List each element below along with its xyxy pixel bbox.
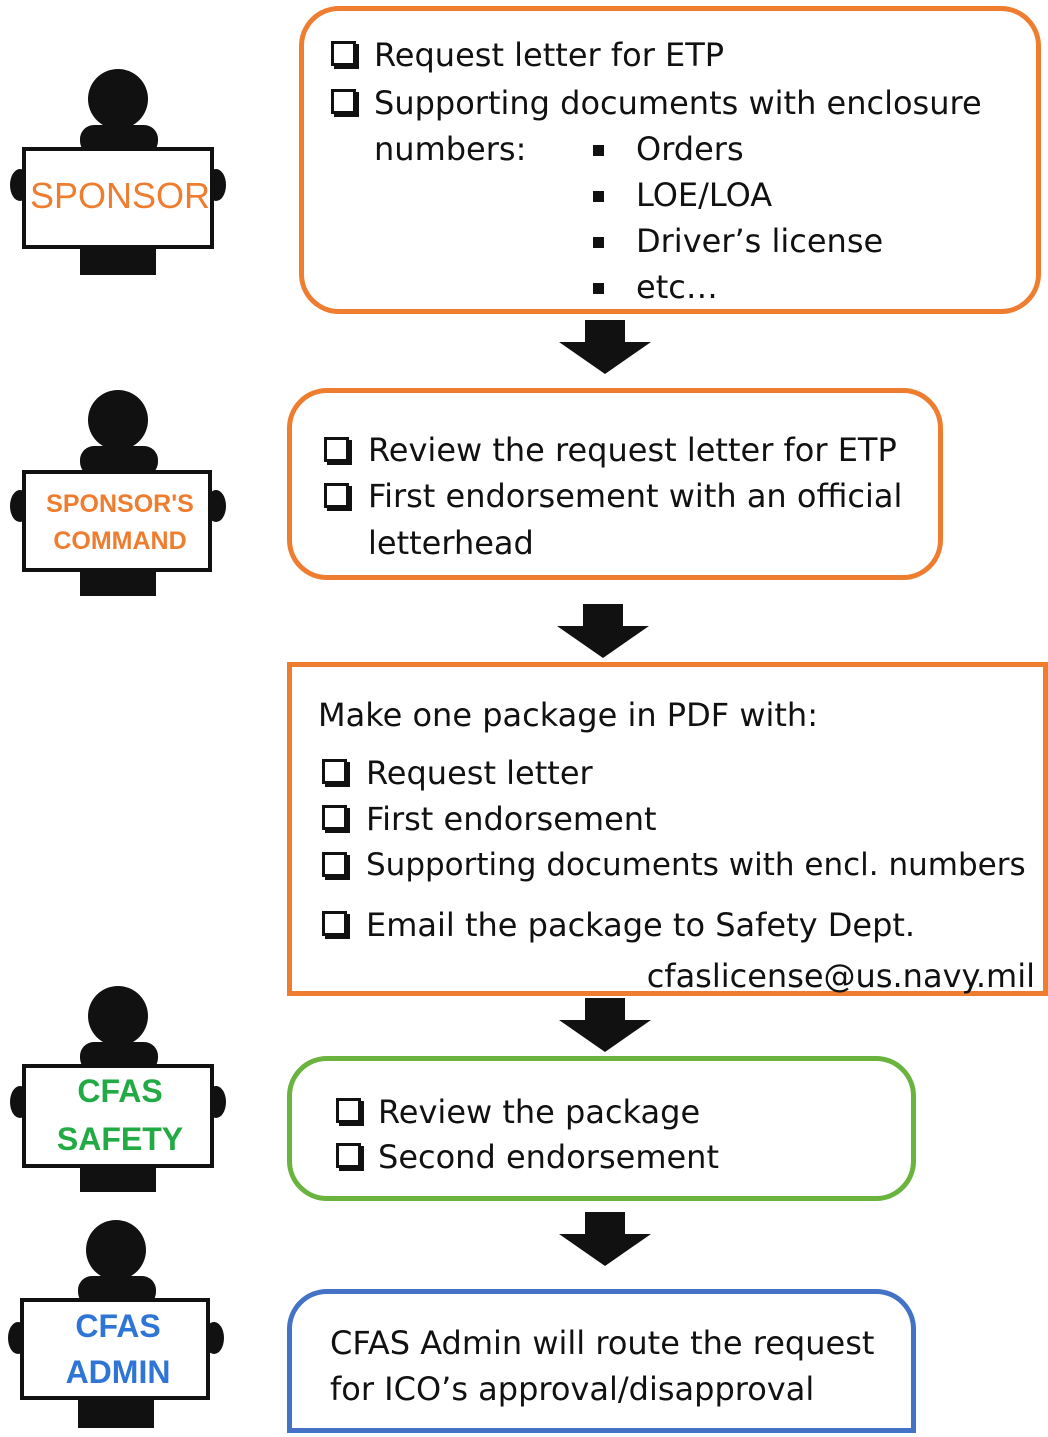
checkbox-icon <box>336 1098 361 1123</box>
step-sponsor-box: Request letter for ETP Supporting docume… <box>299 6 1041 314</box>
person-holding-sign-icon <box>10 986 226 1192</box>
role-label-sponsor: SPONSOR <box>29 175 211 216</box>
step1-bullet-etc: etc… <box>636 268 718 306</box>
checkbox-icon <box>322 805 347 830</box>
bullet-icon <box>593 191 604 202</box>
step1-bullet-orders: Orders <box>636 130 744 168</box>
cfas-admin-figure: CFAS ADMIN <box>8 1218 228 1433</box>
bullet-icon <box>593 145 604 156</box>
step-safety-box: Review the package Second endorsement <box>287 1056 916 1201</box>
checkbox-icon <box>331 41 356 66</box>
checkbox-icon <box>331 89 356 114</box>
step2-item-endorsement: First endorsement with an official <box>368 477 903 515</box>
role-label-admin-line2: ADMIN <box>65 1354 171 1390</box>
role-label-safety-line2: SAFETY <box>56 1121 184 1157</box>
person-holding-sign-icon <box>8 1220 224 1428</box>
sponsor-figure: SPONSOR <box>10 65 230 280</box>
checkbox-icon <box>324 437 349 462</box>
down-arrow-icon <box>559 1212 651 1266</box>
checkbox-icon <box>322 852 347 877</box>
role-label-command-line2: COMMAND <box>53 527 187 555</box>
step3-item-request-letter: Request letter <box>366 754 593 792</box>
role-label-command-line1: SPONSOR'S <box>46 490 194 518</box>
cfas-safety-figure: CFAS SAFETY <box>10 984 230 1199</box>
step1-item-request-letter: Request letter for ETP <box>374 36 725 74</box>
role-label-admin-line1: CFAS <box>75 1308 161 1344</box>
checkbox-icon <box>322 911 347 936</box>
bullet-icon <box>593 237 604 248</box>
bullet-icon <box>593 283 604 294</box>
step4-item-review: Review the package <box>378 1093 701 1131</box>
down-arrow-icon <box>559 998 651 1052</box>
step-package-box: Make one package in PDF with: Request le… <box>287 662 1048 996</box>
step2-item-endorsement-cont: letterhead <box>368 524 534 562</box>
step3-item-first-endorsement: First endorsement <box>366 800 657 838</box>
step1-item-supporting-docs: Supporting documents with enclosure <box>374 84 982 122</box>
step1-numbers-label: numbers: <box>374 130 527 168</box>
step3-email-address[interactable]: cfaslicense@us.navy.mil <box>646 957 1035 995</box>
checkbox-icon <box>322 759 347 784</box>
step3-heading: Make one package in PDF with: <box>318 696 818 734</box>
step3-item-supporting-docs: Supporting documents with encl. numbers <box>366 847 1026 883</box>
step1-bullet-license: Driver’s license <box>636 222 884 260</box>
step4-item-second-endorsement: Second endorsement <box>378 1138 719 1176</box>
down-arrow-icon <box>557 604 649 658</box>
step5-line1: CFAS Admin will route the request <box>330 1324 875 1362</box>
step3-item-email: Email the package to Safety Dept. <box>366 906 916 944</box>
step-command-box: Review the request letter for ETP First … <box>287 388 943 580</box>
step5-line2: for ICO’s approval/disapproval <box>330 1370 815 1408</box>
person-holding-sign-icon <box>10 390 226 596</box>
step1-bullet-loe: LOE/LOA <box>636 176 773 214</box>
step-admin-box: CFAS Admin will route the request for IC… <box>287 1289 916 1433</box>
checkbox-icon <box>336 1143 361 1168</box>
checkbox-icon <box>324 483 349 508</box>
step2-item-review: Review the request letter for ETP <box>368 431 897 469</box>
sponsors-command-figure: SPONSOR'S COMMAND <box>10 388 230 603</box>
role-label-safety-line1: CFAS <box>77 1073 163 1109</box>
person-holding-sign-icon <box>10 69 226 275</box>
down-arrow-icon <box>559 320 651 374</box>
